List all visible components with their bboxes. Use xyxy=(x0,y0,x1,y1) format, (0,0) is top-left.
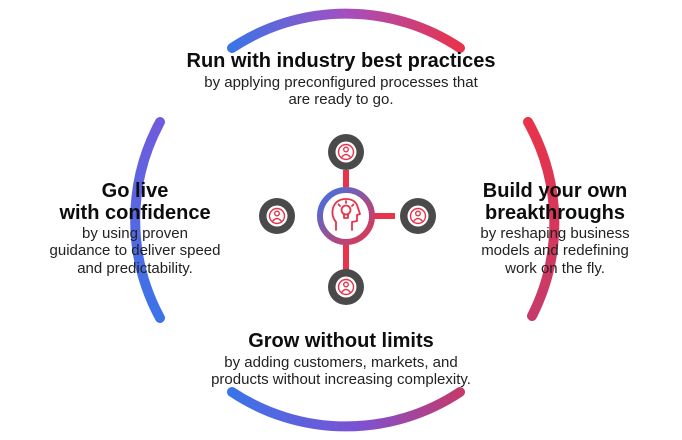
person-icon xyxy=(268,207,286,225)
ring-arc-left xyxy=(130,117,165,323)
person-icon xyxy=(337,143,355,161)
section-bottom: Grow without limits by adding customers,… xyxy=(140,330,542,389)
section-top-line-1: by applying preconfigured processes that xyxy=(204,73,478,91)
section-top-line-2: are ready to go. xyxy=(288,91,394,109)
idea-head-icon xyxy=(331,198,361,231)
hub-center xyxy=(317,187,375,245)
ring-arc-top xyxy=(227,8,465,53)
person-icon xyxy=(337,278,355,296)
section-top: Run with industry best practices by appl… xyxy=(130,50,552,109)
section-left-line-1: by using proven xyxy=(82,224,188,242)
node-left xyxy=(259,198,295,234)
section-left-heading-2: with confidence xyxy=(59,202,211,225)
section-left-line-3: and predictability. xyxy=(77,260,193,278)
section-right-line-3: work on the fly. xyxy=(505,260,605,278)
person-icon xyxy=(409,207,427,225)
ring-arc-bottom xyxy=(227,387,465,432)
section-left-heading-1: Go live xyxy=(101,180,169,202)
section-right-heading-1: Build your own xyxy=(482,180,628,202)
ring-arc-right xyxy=(523,117,560,321)
section-left-line-2: guidance to deliver speed xyxy=(49,242,221,260)
section-bottom-line-1: by adding customers, markets, and xyxy=(224,353,458,371)
section-top-heading: Run with industry best practices xyxy=(186,50,496,72)
section-bottom-line-2: products without increasing complexity. xyxy=(211,371,471,389)
section-right-heading-2: breakthroughs xyxy=(484,202,626,225)
section-right: Build your own breakthroughs by reshapin… xyxy=(440,180,670,278)
node-right xyxy=(400,198,436,234)
section-bottom-heading: Grow without limits xyxy=(248,330,434,352)
node-top xyxy=(328,134,364,170)
section-right-line-2: models and redefining xyxy=(481,242,629,260)
node-bottom xyxy=(328,269,364,305)
section-left: Go live with confidence by using proven … xyxy=(10,180,260,278)
section-right-line-1: by reshaping business xyxy=(480,224,630,242)
